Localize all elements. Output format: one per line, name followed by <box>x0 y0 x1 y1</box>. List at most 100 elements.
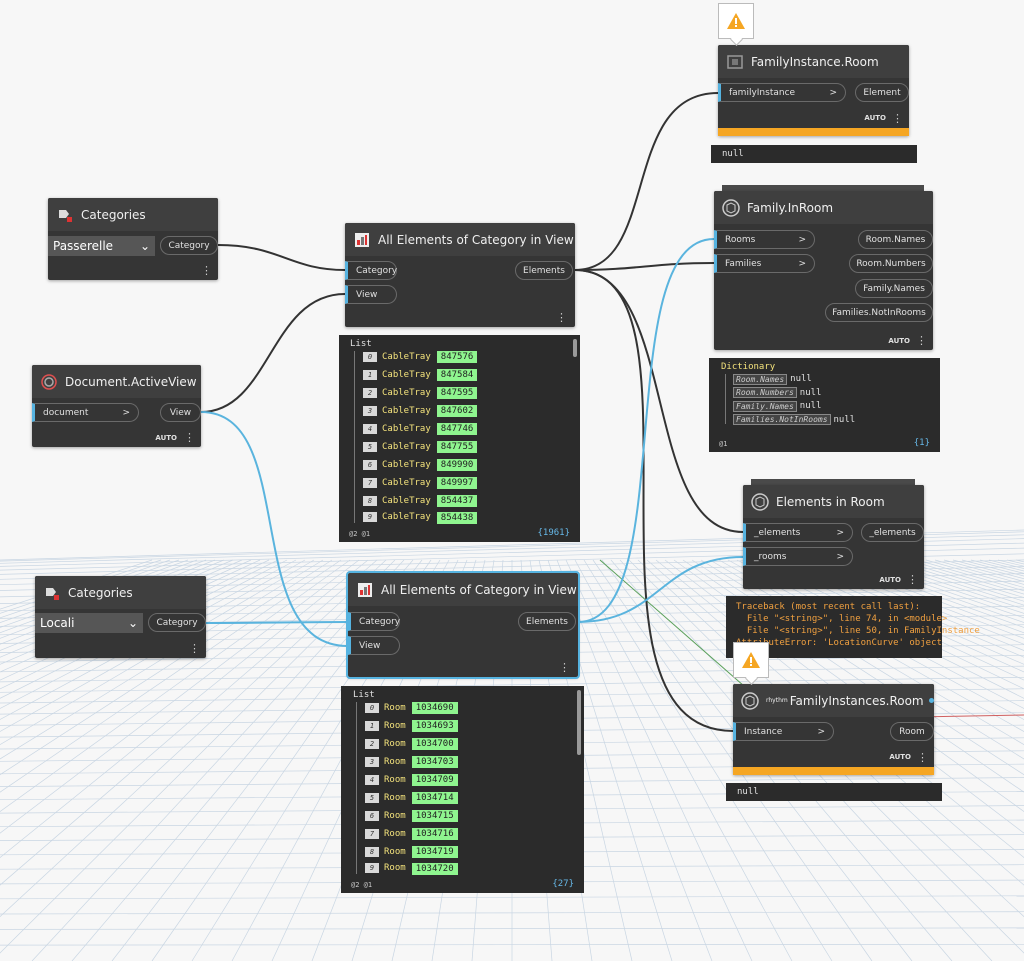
scrollbar-thumb[interactable] <box>573 339 577 357</box>
output-port-elements[interactable]: Elements <box>518 612 576 631</box>
element-id[interactable]: 854437 <box>436 495 478 507</box>
output-port-room-numbers[interactable]: Room.Numbers <box>849 254 933 273</box>
node-menu-icon[interactable]: ⋮ <box>189 642 200 655</box>
element-id[interactable]: 1034714 <box>411 792 458 804</box>
node-header[interactable]: All Elements of Category in View <box>345 223 575 256</box>
element-id[interactable]: 1034715 <box>411 810 458 822</box>
categories-node-2[interactable]: Categories Locali ⌄ Category ⋮ <box>35 576 206 658</box>
input-port-elements[interactable]: _elements > <box>743 523 853 542</box>
element-id[interactable]: 854438 <box>436 512 478 524</box>
output-port-view[interactable]: View <box>160 403 201 422</box>
element-id[interactable]: 847755 <box>436 441 478 453</box>
element-id[interactable]: 1034709 <box>411 774 458 786</box>
output-port-category[interactable]: Category <box>160 236 218 255</box>
warning-icon[interactable] <box>733 642 769 678</box>
node-menu-icon[interactable]: ⋮ <box>892 112 903 125</box>
element-id[interactable]: 1034716 <box>411 828 458 840</box>
familyinstance-room-node[interactable]: FamilyInstance.Room familyInstance > Ele… <box>718 45 909 136</box>
output-port-element[interactable]: Element <box>855 83 909 102</box>
categories-node-1[interactable]: Categories Passerelle ⌄ Category ⋮ <box>48 198 218 280</box>
element-id[interactable]: 1034690 <box>411 702 458 714</box>
input-port-view[interactable]: View <box>348 636 400 655</box>
input-port-document[interactable]: document > <box>32 403 139 422</box>
node-menu-icon[interactable]: ⋮ <box>201 264 212 277</box>
element-id[interactable]: 1034719 <box>411 846 458 858</box>
node-header[interactable]: Document.ActiveView <box>32 365 201 398</box>
node-menu-icon[interactable]: ⋮ <box>917 751 928 764</box>
output-port-families-notinrooms[interactable]: Families.NotInRooms <box>825 303 933 322</box>
input-port-familyinstance[interactable]: familyInstance > <box>718 83 846 102</box>
node-header[interactable]: Family.InRoom <box>714 191 933 224</box>
node-menu-icon[interactable]: ⋮ <box>907 573 918 586</box>
output-port-elements[interactable]: _elements <box>861 523 924 542</box>
element-id[interactable]: 847576 <box>436 351 478 363</box>
preview-familyinstance-room[interactable]: null <box>711 145 917 163</box>
element-id[interactable]: 1034720 <box>411 863 458 875</box>
input-port-category[interactable]: Category <box>345 261 397 280</box>
output-port-family-names[interactable]: Family.Names <box>855 279 933 298</box>
node-header[interactable]: Categories <box>48 198 218 231</box>
element-id[interactable]: 1034700 <box>411 738 458 750</box>
preview-rhythm-room[interactable]: null <box>726 783 942 801</box>
input-port-rooms[interactable]: Rooms > <box>714 230 815 249</box>
all-elements-node-1[interactable]: All Elements of Category in View Categor… <box>345 223 575 327</box>
element-id[interactable]: 847746 <box>436 423 478 435</box>
rhythm-familyinstances-room-node[interactable]: rhythm FamilyInstances.Room Instance > R… <box>733 684 934 775</box>
node-header[interactable]: Elements in Room <box>743 485 924 518</box>
scrollbar-thumb[interactable] <box>577 690 581 755</box>
category-dropdown[interactable]: Locali ⌄ <box>35 613 143 633</box>
node-menu-icon[interactable]: ⋮ <box>556 311 567 324</box>
element-id[interactable]: 847602 <box>436 405 478 417</box>
node-menu-icon[interactable]: ⋮ <box>559 661 570 674</box>
all-elements-node-2[interactable]: All Elements of Category in View Categor… <box>346 571 580 679</box>
element-id[interactable]: 847584 <box>436 369 478 381</box>
node-header[interactable]: All Elements of Category in View <box>348 573 578 606</box>
output-port-category[interactable]: Category <box>148 613 206 632</box>
input-port-families[interactable]: Families > <box>714 254 815 273</box>
output-port-room[interactable]: Room <box>890 722 934 741</box>
element-id[interactable]: 849990 <box>436 459 478 471</box>
output-port-room-names[interactable]: Room.Names <box>858 230 933 249</box>
element-id[interactable]: 847595 <box>436 387 478 399</box>
node-menu-icon[interactable]: ⋮ <box>916 334 927 347</box>
node-header[interactable]: rhythm FamilyInstances.Room <box>733 684 934 717</box>
element-id[interactable]: 849997 <box>436 477 478 489</box>
node-header[interactable]: FamilyInstance.Room <box>718 45 909 78</box>
node-header[interactable]: Categories <box>35 576 206 609</box>
family-inroom-node[interactable]: Family.InRoom Rooms > Families > Room.Na… <box>714 191 933 350</box>
output-port-elements[interactable]: Elements <box>515 261 573 280</box>
document-activeview-node[interactable]: Document.ActiveView document > View AUTO… <box>32 365 201 447</box>
warning-icon[interactable] <box>718 3 754 39</box>
element-id[interactable]: 1034703 <box>411 756 458 768</box>
node-menu-icon[interactable]: ⋮ <box>184 431 195 444</box>
category-dropdown[interactable]: Passerelle ⌄ <box>48 236 155 256</box>
input-port-rooms[interactable]: _rooms > <box>743 547 853 566</box>
input-port-category[interactable]: Category <box>348 612 400 631</box>
